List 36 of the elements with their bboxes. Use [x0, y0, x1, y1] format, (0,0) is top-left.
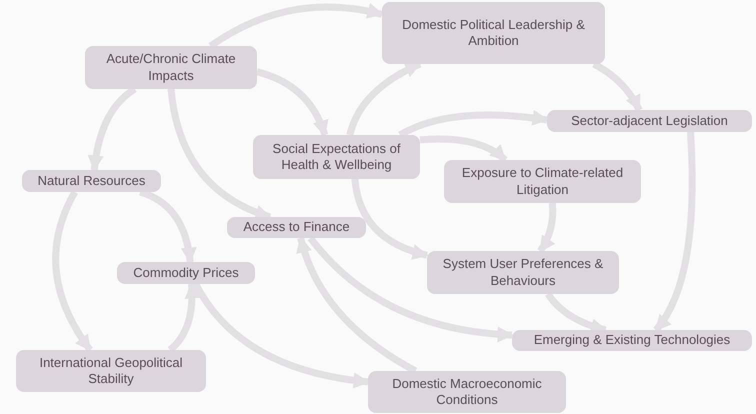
factor-label: Domestic Macroeconomic Conditions	[391, 376, 543, 408]
arrow	[168, 282, 200, 353]
factor-label: Acute/Chronic Climate Impacts	[105, 51, 237, 84]
factor-label: Exposure to Climate-related Litigation	[460, 165, 624, 198]
factor-box	[22, 170, 161, 192]
arrow	[592, 60, 642, 112]
factor-label: Emerging & Existing Technologies	[534, 332, 730, 349]
arrow	[208, 3, 384, 49]
arrow	[308, 236, 514, 342]
factor-label: Sector-adjacent Legislation	[571, 112, 728, 130]
arrow	[420, 136, 508, 163]
factor-label: System User Preferences & Behaviours	[442, 256, 604, 289]
arrow	[653, 132, 696, 332]
arrow	[192, 282, 370, 388]
factor-label: Social Expectations of Health & Wellbeing	[272, 140, 402, 174]
factor-box	[427, 251, 619, 294]
factor-box	[85, 46, 257, 89]
factor-box	[368, 371, 566, 413]
factor-box	[227, 217, 366, 238]
factor-box	[444, 160, 641, 203]
factor-box	[117, 262, 255, 284]
factor-box	[253, 135, 420, 179]
arrow	[351, 178, 429, 260]
factor-label: Commodity Prices	[133, 264, 239, 282]
arrow	[256, 68, 328, 137]
factor-label: Domestic Political Leadership & Ambition	[401, 16, 586, 50]
arrow	[537, 202, 556, 253]
arrow	[52, 190, 93, 352]
arrow	[88, 86, 137, 172]
factor-label: Access to Finance	[243, 219, 350, 236]
factor-box	[547, 110, 752, 132]
factor-label: International Geopolitical Stability	[38, 354, 184, 388]
factor-box	[512, 330, 752, 351]
factor-box	[382, 2, 605, 64]
factor-label: Natural Resources	[38, 172, 146, 190]
factor-box	[16, 350, 206, 392]
